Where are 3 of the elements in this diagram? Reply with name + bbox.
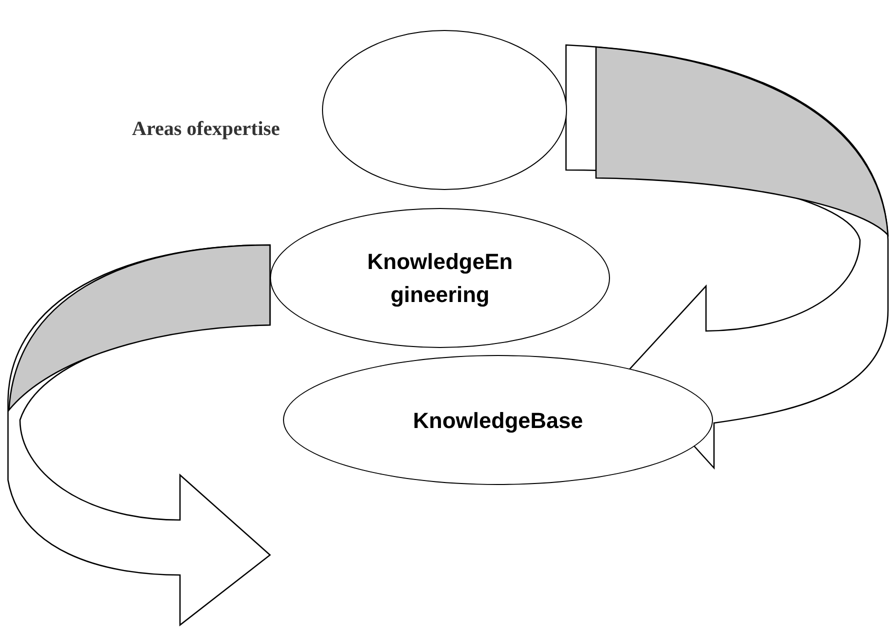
node-label: KnowledgeBase (413, 406, 583, 435)
caption-text: Areas ofexpertise (132, 118, 280, 141)
node-label: KnowledgeEn gineering (366, 248, 514, 309)
